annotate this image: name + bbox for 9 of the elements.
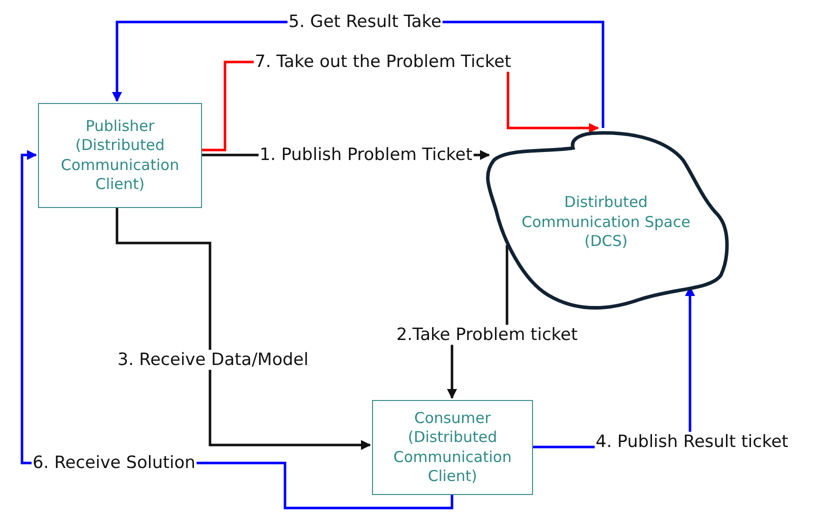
- edge-label: 7. Take out the Problem Ticket: [254, 52, 512, 72]
- process-box: [38, 103, 202, 208]
- process-box: [372, 400, 533, 495]
- node-text: Publisher (Distributed Communication Client): [60, 116, 180, 194]
- node-text: Distirbuted Communication Space (DCS): [520, 193, 692, 252]
- edge-label: 2.Take Problem ticket: [395, 324, 579, 346]
- edge-label: 3. Receive Data/Model: [116, 350, 310, 370]
- node-text: Consumer (Distributed Communication Client): [392, 408, 513, 486]
- arrow: [116, 208, 371, 450]
